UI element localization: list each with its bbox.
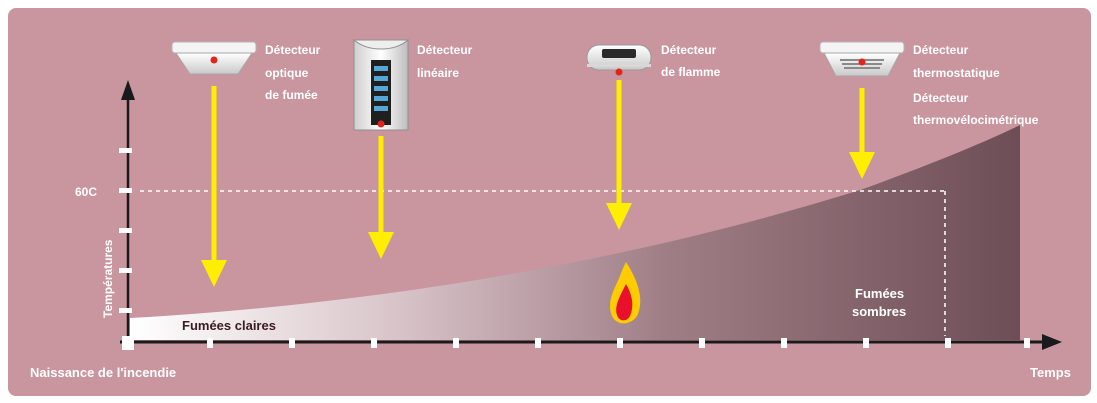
y-axis-label: Températures <box>101 239 115 318</box>
light-smoke-label: Fumées claires <box>182 318 276 333</box>
optical-smoke-arrow <box>201 86 227 287</box>
optical-smoke-label-2: optique <box>265 66 309 80</box>
flame-label-1: Détecteur <box>661 43 717 57</box>
threshold-label: 60C <box>75 185 97 199</box>
heat-label-4: thermovélocimétrique <box>913 113 1039 127</box>
linear-label-2: linéaire <box>417 66 459 80</box>
optical-smoke-label-1: Détecteur <box>265 43 321 57</box>
dark-smoke-label-line2: sombres <box>852 304 906 319</box>
flame-detector-icon <box>586 44 652 76</box>
linear-arrow <box>368 136 394 259</box>
heat-label-2: thermostatique <box>913 66 1000 80</box>
flame-arrow <box>606 80 632 230</box>
flame-label-2: de flamme <box>661 65 721 79</box>
flame-icon <box>610 262 641 324</box>
heat-detector-icon <box>819 41 905 77</box>
x-axis-label: Temps <box>1030 365 1071 380</box>
y-axis-arrow-icon <box>121 80 135 100</box>
origin-label: Naissance de l'incendie <box>30 365 176 380</box>
optical-smoke-label-3: de fumée <box>265 88 318 102</box>
x-axis-ticks <box>207 338 1030 348</box>
linear-beam-detector-icon <box>352 39 410 131</box>
heat-label-1: Détecteur <box>913 43 969 57</box>
x-axis-arrow-icon <box>1042 334 1062 350</box>
y-axis-ticks <box>119 148 132 313</box>
optical-smoke-detector-icon <box>171 41 257 75</box>
heat-label-3: Détecteur <box>913 91 969 105</box>
temperature-curve-area <box>130 125 1020 340</box>
linear-label-1: Détecteur <box>417 43 473 57</box>
origin-marker <box>122 336 134 350</box>
heat-arrow <box>849 88 875 179</box>
dark-smoke-label-line1: Fumées <box>855 286 904 301</box>
